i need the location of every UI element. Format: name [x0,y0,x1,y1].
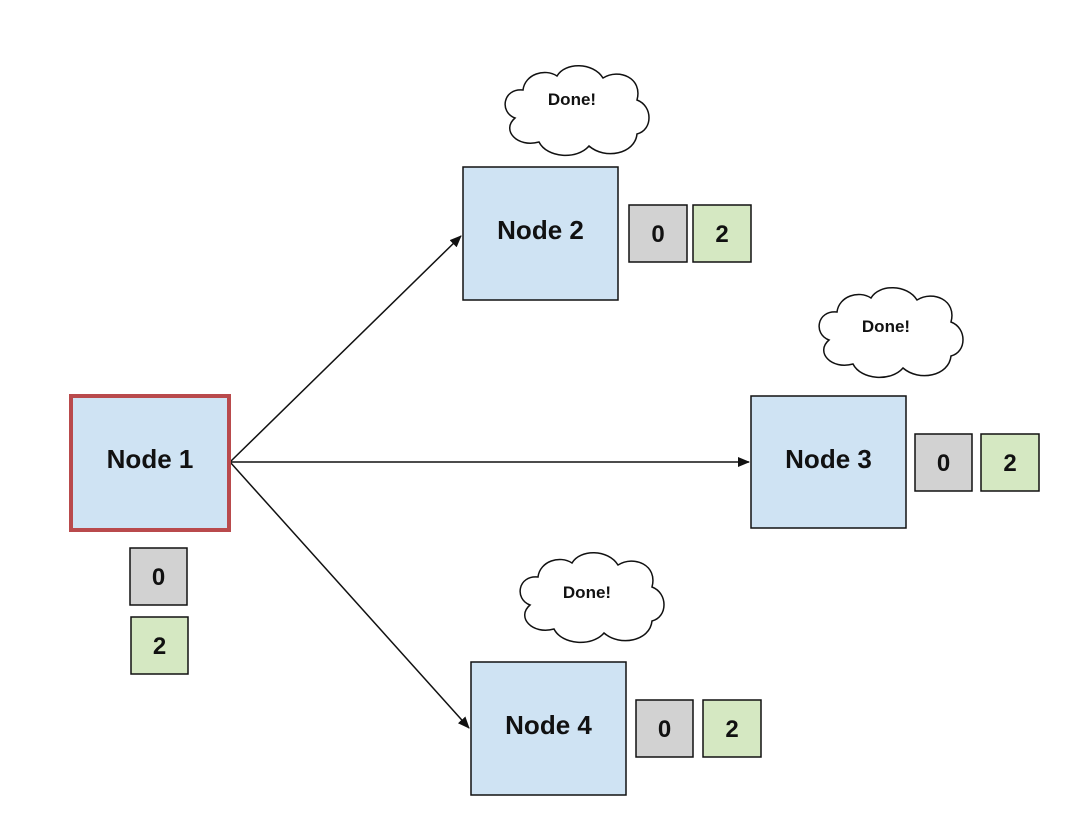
value-box-gray [129,547,188,606]
node-label: Node 2 [497,215,584,245]
node-box[interactable] [470,661,627,796]
node-box[interactable] [462,166,619,301]
value-box-gray [628,204,688,263]
value-text: 2 [1003,450,1016,477]
value-box-green [130,616,189,675]
value-box-gray [914,433,973,492]
node-2-values: 0 2 [628,204,752,263]
node-4-values: 0 2 [635,699,762,758]
node-3-values: 0 2 [914,433,1040,492]
node-label: Node 1 [107,444,194,474]
value-text: 0 [937,450,950,477]
value-box-green [692,204,752,263]
value-box-gray [635,699,694,758]
node-4[interactable]: Node 4 [470,661,627,796]
node-2[interactable]: Node 2 [462,166,619,301]
value-box-green [980,433,1040,492]
edge-node1-node4 [229,461,470,729]
status-text: Done! [548,90,596,109]
value-box-green [702,699,762,758]
node-1[interactable]: Node 1 [69,394,231,532]
value-text: 0 [152,564,165,591]
node-box[interactable] [750,395,907,529]
value-text: 0 [658,716,671,743]
edges [229,235,750,729]
edge-node1-node2 [229,235,462,463]
status-cloud-node-2: Done! [504,64,650,157]
node-label: Node 4 [505,710,592,740]
status-cloud-node-4: Done! [519,551,665,644]
node-label: Node 3 [785,444,872,474]
node-box[interactable] [69,394,231,532]
node-1-values: 0 2 [129,547,189,675]
value-text: 2 [725,716,738,743]
node-3[interactable]: Node 3 [750,395,907,529]
value-text: 2 [153,633,166,660]
value-text: 2 [715,221,728,248]
value-text: 0 [651,221,664,248]
status-text: Done! [563,583,611,602]
status-cloud-node-3: Done! [818,286,964,379]
cloud-icon [504,64,650,157]
status-text: Done! [862,317,910,336]
